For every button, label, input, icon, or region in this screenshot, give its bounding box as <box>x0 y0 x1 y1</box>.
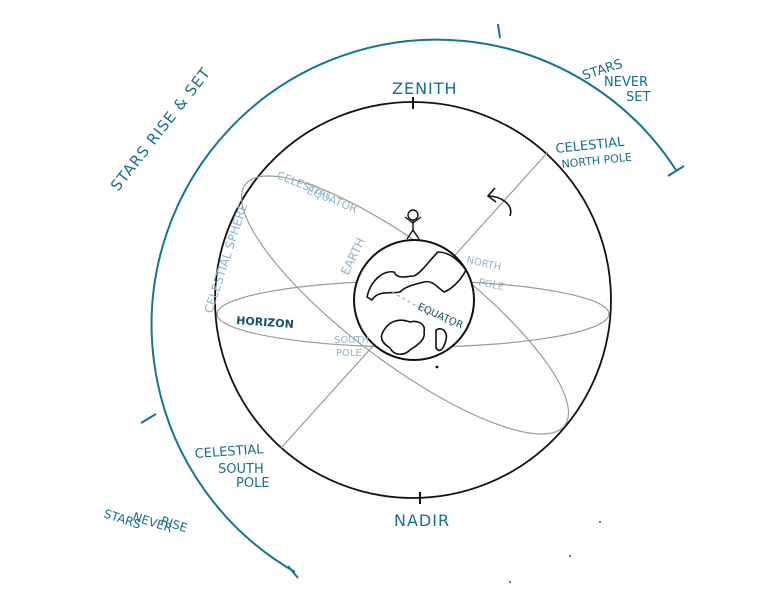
north-pole-label-2: POLE <box>477 277 505 293</box>
stars-rise-set-label: STARS RISE & SET <box>107 64 215 195</box>
stray-dot <box>599 521 601 523</box>
stars-never-set-label-2: NEVER <box>604 75 648 90</box>
celestial-south-pole-label-1: CELESTIAL <box>194 442 265 462</box>
outer-arc-tick-end-bottom <box>287 565 299 579</box>
rotation-arrow <box>487 195 512 217</box>
rotation-arrow-head <box>486 187 497 203</box>
celestial-south-pole-label-3: POLE <box>236 476 270 491</box>
celestial-south-pole-label-2: SOUTH <box>218 462 264 477</box>
south-pole-label-1: SOUTH <box>334 335 369 346</box>
outer-arc-tick-top <box>497 23 501 39</box>
stray-dot <box>509 581 511 583</box>
continent-south <box>380 319 426 356</box>
stray-dot <box>569 555 571 557</box>
outer-arc <box>150 38 677 573</box>
outer-arc-tick-left <box>140 413 157 424</box>
south-pole-label-2: POLE <box>336 348 362 359</box>
celestial-north-pole-label-1: CELESTIAL <box>555 135 626 157</box>
nadir-label: NADIR <box>394 511 450 530</box>
north-pole-label-1: NORTH <box>465 255 502 273</box>
observer-figure <box>404 209 422 240</box>
celestial-equator-label-2: EQUATOR <box>305 184 360 216</box>
stars-never-set-label-3: SET <box>626 90 650 105</box>
earth-axis-dot <box>435 365 439 369</box>
outer-arc-tick-end-top <box>667 165 685 177</box>
horizon-label: HORIZON <box>236 314 294 331</box>
continent-north <box>366 251 467 302</box>
continent-east <box>435 327 448 352</box>
zenith-label: ZENITH <box>392 79 458 98</box>
